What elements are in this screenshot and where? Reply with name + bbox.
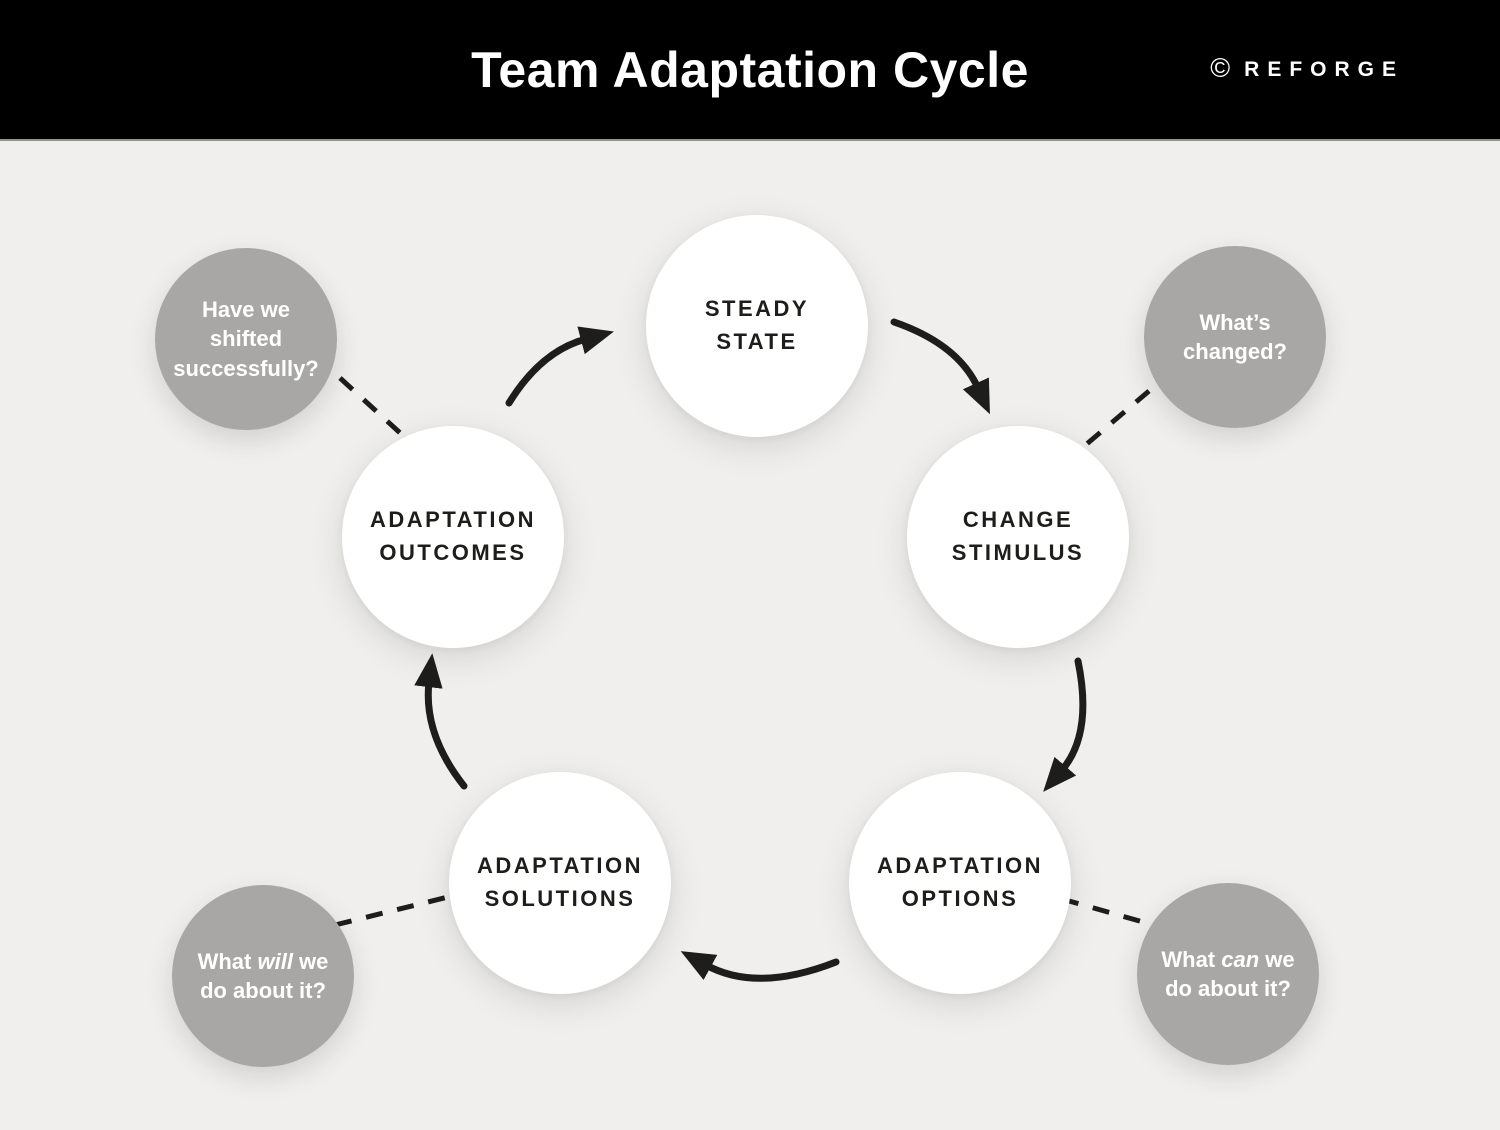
arrow-steady-to-change: [890, 318, 990, 415]
connector-changed-to-stimulus: [1080, 389, 1151, 450]
copyright-icon: ©: [1210, 53, 1231, 83]
arrow-outcomes-to-steady: [505, 326, 614, 407]
connector-will-to-solutions: [334, 894, 449, 928]
arrow-change-to-options: [1043, 657, 1087, 792]
connector-options-to-can: [1061, 896, 1144, 925]
brand-name: REFORGE: [1244, 57, 1404, 81]
connector-shifted-to-outcomes: [338, 376, 412, 444]
arrow-solutions-to-outcomes: [414, 653, 468, 790]
page-title: Team Adaptation Cycle: [471, 41, 1029, 98]
header-bar: Team Adaptation Cycle © REFORGE: [0, 0, 1500, 141]
brand-logo: © REFORGE: [1210, 0, 1404, 139]
arrow-options-to-solutions: [680, 951, 840, 982]
